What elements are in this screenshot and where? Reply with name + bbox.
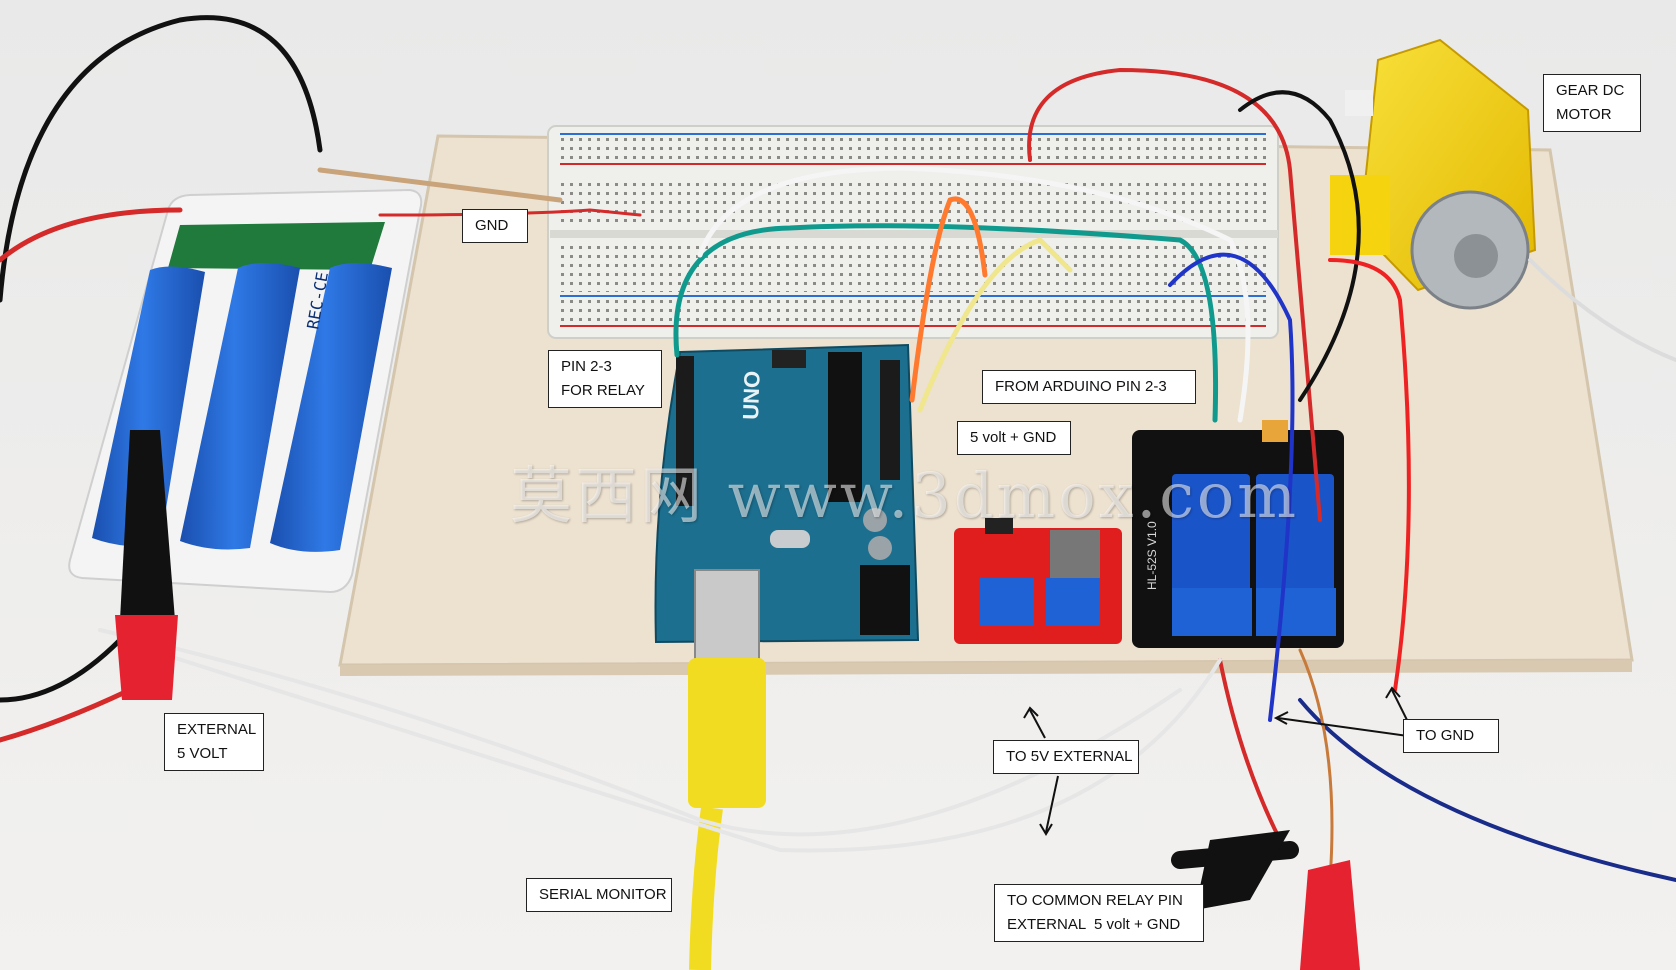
label-common-relay-line1: TO COMMON RELAY PIN [1007, 892, 1183, 909]
label-pin-relay: PIN 2-3 FOR RELAY [548, 350, 662, 408]
label-common-relay-line2: EXTERNAL 5 volt + GND [1007, 916, 1181, 933]
label-gear-dc-motor: GEAR DC MOTOR [1543, 74, 1641, 132]
label-external-5volt: EXTERNAL 5 VOLT [164, 713, 264, 771]
label-to-5v-external: TO 5V EXTERNAL [993, 740, 1139, 774]
arduino-uno-logo: UNO [738, 370, 765, 420]
label-pin-relay-line1: PIN 2-3 [561, 358, 612, 375]
label-external-line2: 5 VOLT [177, 745, 228, 762]
label-serial-monitor-text: SERIAL MONITOR [539, 886, 667, 903]
label-from-arduino-pin: FROM ARDUINO PIN 2-3 [982, 370, 1196, 404]
label-pin-relay-line2: FOR RELAY [561, 382, 645, 399]
label-5volt-gnd-text: 5 volt + GND [970, 429, 1057, 446]
usb-cable [688, 569, 766, 970]
label-to-gnd-text: TO GND [1416, 727, 1475, 744]
label-to-gnd: TO GND [1403, 719, 1499, 753]
arduino-uno-board: UNO [654, 343, 920, 644]
label-gear-dc-line1: GEAR DC [1556, 82, 1625, 99]
label-common-relay-pin: TO COMMON RELAY PIN EXTERNAL 5 volt + GN… [994, 884, 1204, 942]
label-external-line1: EXTERNAL [177, 721, 257, 738]
label-to-5v-external-text: TO 5V EXTERNAL [1006, 748, 1133, 765]
relay-model-text: HL-52S V1.0 [1145, 521, 1159, 590]
label-from-arduino-text: FROM ARDUINO PIN 2-3 [995, 378, 1167, 395]
watermark-text: 莫西网 www.3dmox.com [510, 459, 1300, 532]
mosfet-module [954, 518, 1122, 644]
alligator-clips [115, 430, 1360, 970]
breadboard [547, 125, 1279, 339]
label-gnd-text: GND [475, 217, 509, 234]
label-serial-monitor: SERIAL MONITOR [526, 878, 672, 912]
annotation-arrows [1023, 686, 1409, 836]
label-5volt-gnd: 5 volt + GND [957, 421, 1071, 455]
gear-dc-motor [1330, 38, 1537, 310]
label-gnd: GND [462, 209, 528, 243]
label-gear-dc-line2: MOTOR [1556, 106, 1612, 123]
